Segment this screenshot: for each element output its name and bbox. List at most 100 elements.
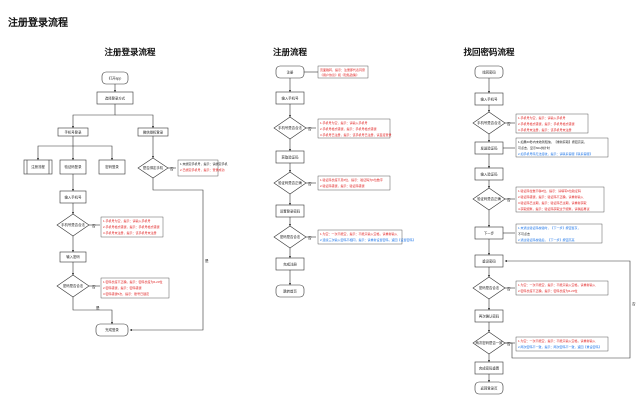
reg-pwd-note-2: 2.连续三次输入密码不相同，提示：请重新设置密码，返回【设置密码】: [320, 237, 416, 242]
login-phone-note-3: 3.手机号未注册，提示：该手机号未注册: [103, 230, 157, 235]
login-ok-node: [95, 323, 129, 337]
same-note-2: 2.两次密码不一致，提示：两次密码不一致，返回【重设密码】: [518, 344, 602, 349]
register-nodes: [273, 65, 307, 298]
reg-phone-note-3: 3.手机号已注册，提示：该手机号已注册，请直接登录: [320, 132, 392, 137]
reg-top-note-2: 《用户协议》和《隐私政策》: [320, 72, 359, 77]
login-phone-note-2: 2.手机号格式错误，提示：手机号格式错误: [103, 224, 160, 229]
open-app-node: [101, 71, 129, 85]
login-pwd-yes-label: 是: [96, 305, 100, 310]
rec-code-note-1: 1.验证码位数不够6位，提示：请填写6位验证码: [518, 188, 581, 193]
login-flow: [36, 84, 204, 332]
rec-input-phone-label: 输入手机号: [481, 97, 499, 102]
send-note-2: 可点击，显示60s倒计时: [518, 145, 550, 150]
login-pwd-note-2: 2.密码错误，提示：密码错误: [103, 285, 142, 290]
confirm-pwd-node: [474, 309, 504, 323]
reg-input-phone-label: 输入手机号: [282, 96, 300, 101]
reg-check-code-decision: [273, 171, 307, 195]
next-label: 下一步: [484, 231, 495, 236]
set-pwd-node: [275, 204, 305, 218]
to-home-node: [275, 284, 305, 298]
confirm-pwd-label: 再次确认密码: [479, 314, 500, 319]
reg-check-pwd-decision: [273, 225, 307, 249]
reg-flow-label: 注册流程: [31, 164, 45, 169]
next-note-2: 不可点击: [518, 231, 530, 236]
bind-note-1: 1.未绑定手机号，提示：请绑定手机: [180, 161, 228, 166]
to-login-label: 返回登录页: [481, 386, 499, 391]
login-check-phone-label: 手机号是否合法: [61, 222, 85, 227]
rec-code-note-2: 2.验证码错误，提示：验证码不正确，请重新输入: [518, 194, 584, 199]
login-check-phone-decision: [56, 213, 90, 237]
rec-code-no-label: 否: [507, 198, 511, 202]
phone-login-label: 手机号登录: [65, 130, 83, 135]
same-no-label: 否: [507, 342, 511, 346]
reg-code-note-1: 1.验证码长度不足6位，提示：验证码为6位数字: [320, 177, 383, 182]
rec-code-note-4: 4.获取频繁，提示：验证码获取过于频繁，请稍后再试: [518, 206, 590, 211]
login-ok-label: 完成登录: [105, 327, 119, 332]
register-node: [275, 65, 305, 79]
bind-yes-label: 是: [205, 258, 209, 263]
forgot-node: [474, 65, 504, 79]
done-label: 完成密码重置: [479, 366, 500, 371]
rec-code-note-3: 3.验证码已过期，提示：验证码已过期，请重新获取: [518, 200, 587, 205]
to-home-label: 跳转首页: [283, 289, 297, 294]
reg-code-note-2: 2.验证码错误，提示：验证码错误: [320, 183, 365, 188]
reg-phone-note-2: 2.手机号格式错误，提示：手机号格式错误: [320, 126, 377, 131]
next-note-1: 1.未通过验证码校验时，【下一步】按钮置灰，: [518, 225, 581, 230]
recover-nodes: [472, 65, 506, 395]
done-node: [474, 361, 504, 375]
reg-check-phone-decision: [273, 116, 307, 140]
phone-login-node: [57, 127, 89, 137]
reg-check-code-label: 验证码是否正确: [278, 180, 302, 185]
captcha-node: [59, 159, 87, 175]
reg-flow-node: [23, 159, 53, 175]
rec-input-code-node: [474, 167, 504, 181]
recover-flow: [487, 78, 631, 383]
get-code-label: 获取验证码: [282, 155, 300, 160]
send-note-1: 1.如果60秒内未收到短信，【重新获取】按钮高亮，: [518, 139, 587, 144]
reg-pwd-note-1: 1.为空：一次不能空，提示：不能只输入空格，请重新输入: [320, 231, 398, 236]
bind-decision: [137, 157, 169, 179]
rec-check-code-label: 验证码是否正确: [477, 196, 501, 201]
wechat-login-node: [137, 127, 169, 137]
login-check-pwd-decision: [56, 274, 90, 298]
bind-no-label: 否: [170, 167, 174, 171]
rec-input-code-label: 输入验证码: [481, 172, 499, 177]
reset-pwd-label: 重设密码: [482, 259, 496, 264]
rec-pwd-no-label: 否: [507, 287, 511, 291]
choose-method-node: [96, 91, 134, 105]
login-nodes: [23, 71, 169, 337]
reg-check-phone-label: 手机号是否合法: [278, 125, 302, 130]
bind-note-2: 2.已绑定手机号，提示：登录成功: [180, 167, 225, 172]
register-section-title: 注册流程: [272, 47, 308, 57]
reg-input-phone-node: [275, 91, 305, 105]
next-node: [474, 226, 504, 240]
rec-check-pwd-label: 密码是否合法: [479, 285, 500, 290]
rec-pwd-note-1: 1.为空：一次不能空，提示：不能只输入空格，请重新输入: [518, 282, 596, 287]
check-same-decision: [472, 331, 506, 355]
login-section-title: 注册登录流程: [104, 47, 156, 57]
recover-section-title: 找回密码流程: [463, 47, 515, 57]
rec-pwd-note-2: 2.密码长度不正确，提示：密码长度为6-20位: [518, 288, 578, 293]
rec-phone-note-2: 2.手机号格式错误，提示：手机号格式错误: [518, 121, 575, 126]
captcha-label: 验证码登录: [65, 164, 83, 169]
login-pwd-no-label: 否: [92, 285, 96, 289]
register-label: 注册: [287, 70, 294, 75]
forgot-label: 找回密码: [482, 70, 496, 75]
login-pwd-note-1: 1.密码长度不正确，提示：密码长度为6-20位: [103, 279, 163, 284]
choose-method-label: 选择登录方式: [105, 96, 126, 101]
page-title: 注册登录流程: [8, 18, 68, 29]
register-flow: [288, 71, 318, 286]
login-input-phone-node: [59, 190, 87, 204]
check-same-label: 两次密码是否一致: [475, 340, 503, 345]
login-input-phone-label: 输入手机号: [65, 195, 83, 200]
rec-phone-no-label: 否: [507, 122, 511, 126]
reg-phone-no-label: 否: [308, 127, 312, 131]
reg-pwd-no-label: 否: [308, 236, 312, 240]
same-note-1: 1.为空：一次不能空，提示：不能只输入空格，请重新输入: [518, 338, 596, 343]
reg-check-pwd-label: 密码是否合法: [280, 234, 301, 239]
rec-check-phone-label: 手机号是否合法: [477, 120, 501, 125]
send-code-node: [474, 141, 504, 155]
bind-label: 是否绑定手机: [143, 165, 164, 170]
login-input-pwd-node: [59, 251, 87, 263]
